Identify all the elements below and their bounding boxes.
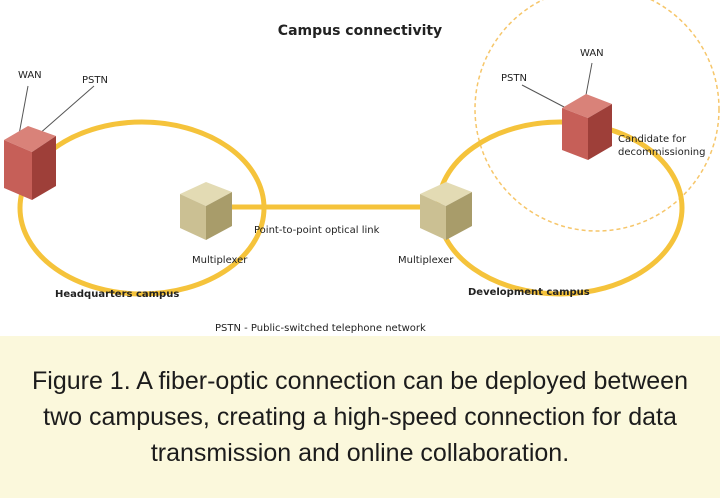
headquarters-campus-label: Headquarters campus bbox=[55, 289, 179, 300]
hq-multiplexer-label: Multiplexer bbox=[192, 255, 248, 266]
dev-multiplexer-cube bbox=[420, 182, 472, 240]
hq-pstn-label: PSTN bbox=[82, 75, 108, 86]
hq-wan-label: WAN bbox=[18, 70, 42, 81]
figure-caption-panel: Figure 1. A fiber-optic connection can b… bbox=[0, 336, 720, 498]
pstn-callout-line bbox=[37, 85, 95, 136]
decommission-zone-circle bbox=[474, 0, 720, 232]
dev-pstn-label: PSTN bbox=[501, 73, 527, 84]
diagram-title: Campus connectivity bbox=[278, 23, 442, 39]
development-campus-label: Development campus bbox=[468, 287, 590, 298]
campus-connectivity-diagram: Campus connectivity bbox=[4, 0, 720, 334]
candidate-router-cube bbox=[562, 94, 612, 160]
hq-multiplexer-cube bbox=[180, 182, 232, 240]
pstn-callout-line-right bbox=[521, 84, 567, 109]
figure-caption: Figure 1. A fiber-optic connection can b… bbox=[32, 367, 688, 467]
candidate-note-line2: decommissioning bbox=[618, 147, 706, 158]
pstn-footnote: PSTN - Public-switched telephone network bbox=[215, 323, 426, 334]
candidate-note-line1: Candidate for bbox=[618, 134, 687, 145]
dev-wan-label: WAN bbox=[580, 48, 604, 59]
optical-link-label: Point-to-point optical link bbox=[254, 225, 380, 236]
wan-callout-line-right bbox=[585, 62, 593, 96]
hq-router-cube bbox=[4, 126, 56, 200]
dev-multiplexer-label: Multiplexer bbox=[398, 255, 454, 266]
